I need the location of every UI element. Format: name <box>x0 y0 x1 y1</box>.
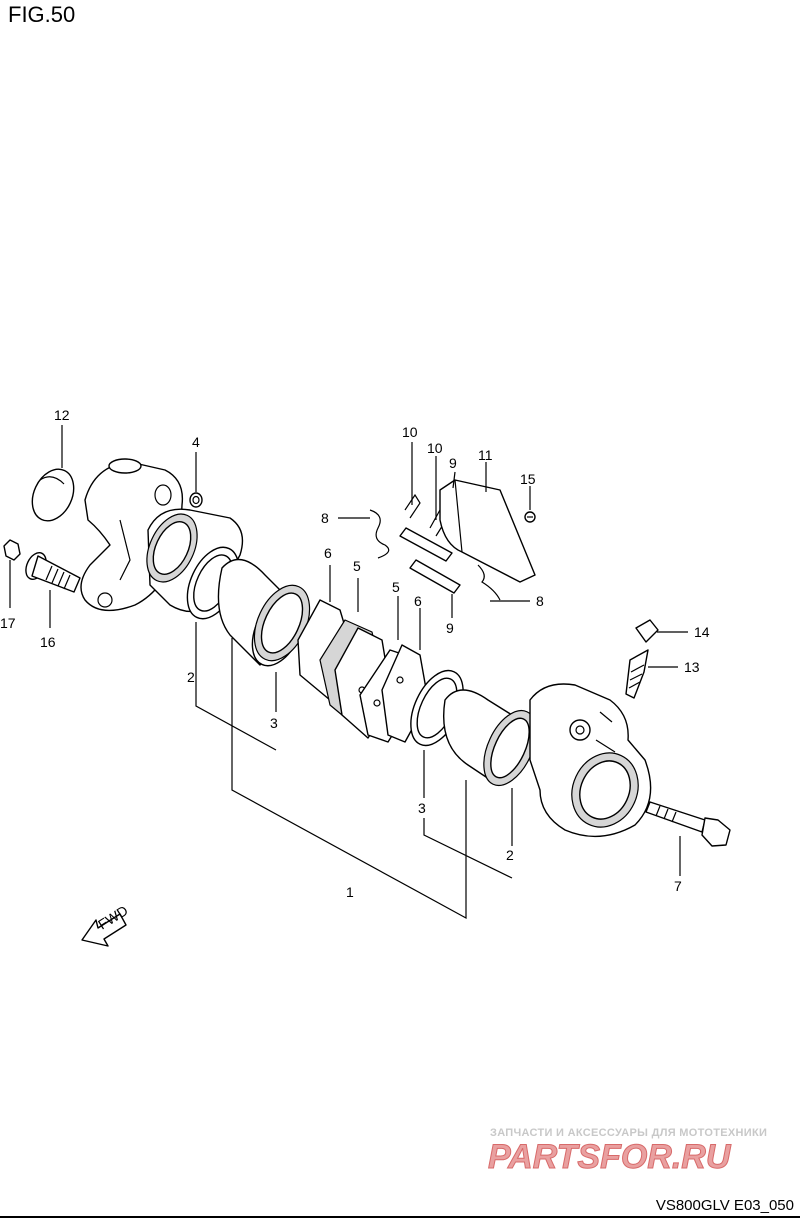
part-16-bolt <box>25 552 81 593</box>
watermark-logo: PARTSFOR.RU <box>488 1140 732 1174</box>
callout-5-right: 5 <box>392 579 400 595</box>
part-13-bleeder-valve <box>625 649 649 699</box>
callout-9-bottom: 9 <box>446 620 454 636</box>
callout-16: 16 <box>40 634 56 650</box>
part-12-cap <box>31 468 75 522</box>
callout-4: 4 <box>192 434 200 450</box>
callout-12: 12 <box>54 407 70 423</box>
callout-10-right: 10 <box>427 440 443 456</box>
watermark-tagline: ЗАПЧАСТИ И АКСЕССУАРЫ ДЛЯ МОТОТЕХНИКИ <box>490 1127 768 1139</box>
callout-13: 13 <box>684 659 700 675</box>
callout-2-right: 2 <box>506 847 514 863</box>
right-seal-piston-group <box>410 669 537 787</box>
callout-3-right: 3 <box>418 800 426 816</box>
part-7-bolt <box>645 801 731 847</box>
part-15-screw <box>524 511 536 523</box>
figure-label: FIG.50 <box>8 2 76 27</box>
callout-17: 17 <box>0 615 16 631</box>
callout-6-left: 6 <box>324 545 332 561</box>
part-4-plug <box>189 492 203 508</box>
callout-14: 14 <box>694 624 710 640</box>
callout-11: 11 <box>478 447 493 463</box>
callout-10-left: 10 <box>402 424 418 440</box>
part-14-bleeder-cap <box>635 619 659 643</box>
callout-3-left: 3 <box>270 715 278 731</box>
caliper-body <box>529 683 652 838</box>
callout-8-right: 8 <box>536 593 544 609</box>
part-17-cap <box>3 539 21 561</box>
drawing-code: VS800GLV E03_050 <box>655 1197 794 1214</box>
fwd-arrow: FWD <box>81 902 131 947</box>
bottom-rule <box>0 1216 800 1218</box>
part-11-pad-spring <box>439 479 536 583</box>
part-8-springs <box>369 509 501 601</box>
callout-5-left: 5 <box>353 558 361 574</box>
brake-pads-group <box>297 599 429 743</box>
callout-6-right: 6 <box>414 593 422 609</box>
callout-9-top: 9 <box>449 455 457 471</box>
callout-7: 7 <box>674 878 682 894</box>
watermark-logo-text: PARTSFOR.RU <box>488 1140 732 1174</box>
callout-1: 1 <box>346 884 354 900</box>
part-9-pins <box>399 527 461 594</box>
callout-2-left: 2 <box>187 669 195 685</box>
callout-8-left: 8 <box>321 510 329 526</box>
leader-lines <box>9 425 688 920</box>
callout-15: 15 <box>520 471 536 487</box>
